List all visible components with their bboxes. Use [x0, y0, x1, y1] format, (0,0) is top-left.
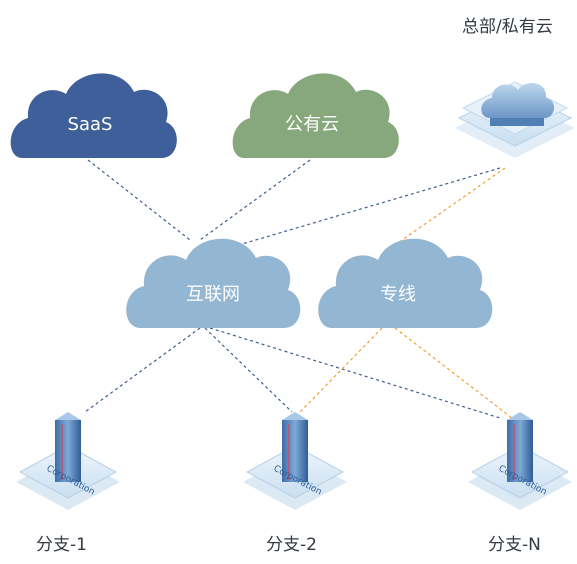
dedicated-line-cloud: 专线 [318, 238, 493, 328]
corporation-building-icon: Corporation [468, 412, 572, 510]
link-hq-dedicated [394, 167, 506, 246]
branch2-node: Corporation [243, 412, 347, 510]
link-internet-branchN [209, 327, 501, 419]
saas-cloud-label: SaaS [68, 114, 113, 135]
branch1-label: 分支-1 [36, 535, 87, 555]
hq-private-cloud-node [455, 81, 575, 158]
link-dedicated-branchN [394, 327, 513, 419]
hq-label: 总部/私有云 [462, 17, 553, 37]
saas-cloud: SaaS [10, 73, 177, 158]
link-public-internet [199, 159, 311, 241]
link-internet-branch1 [84, 327, 201, 413]
corporation-building-icon: Corporation [243, 412, 347, 510]
branchN-node: Corporation [468, 412, 572, 510]
public-cloud: 公有云 [232, 73, 399, 158]
link-internet-branch2 [204, 327, 293, 413]
private-cloud-icon [455, 81, 575, 158]
public-cloud-label: 公有云 [285, 114, 339, 135]
dedicated-line-cloud-label: 专线 [380, 284, 416, 305]
branch2-label: 分支-2 [266, 535, 317, 555]
branchN-label: 分支-N [488, 535, 541, 555]
connection-lines [84, 159, 513, 419]
link-hq-internet [214, 167, 501, 253]
internet-cloud: 互联网 [126, 238, 301, 328]
link-saas-internet [87, 159, 191, 241]
corporation-building-icon: Corporation [16, 412, 120, 510]
internet-cloud-label: 互联网 [186, 284, 240, 305]
link-dedicated-branch2 [299, 327, 383, 413]
branch1-node: Corporation [16, 412, 120, 510]
